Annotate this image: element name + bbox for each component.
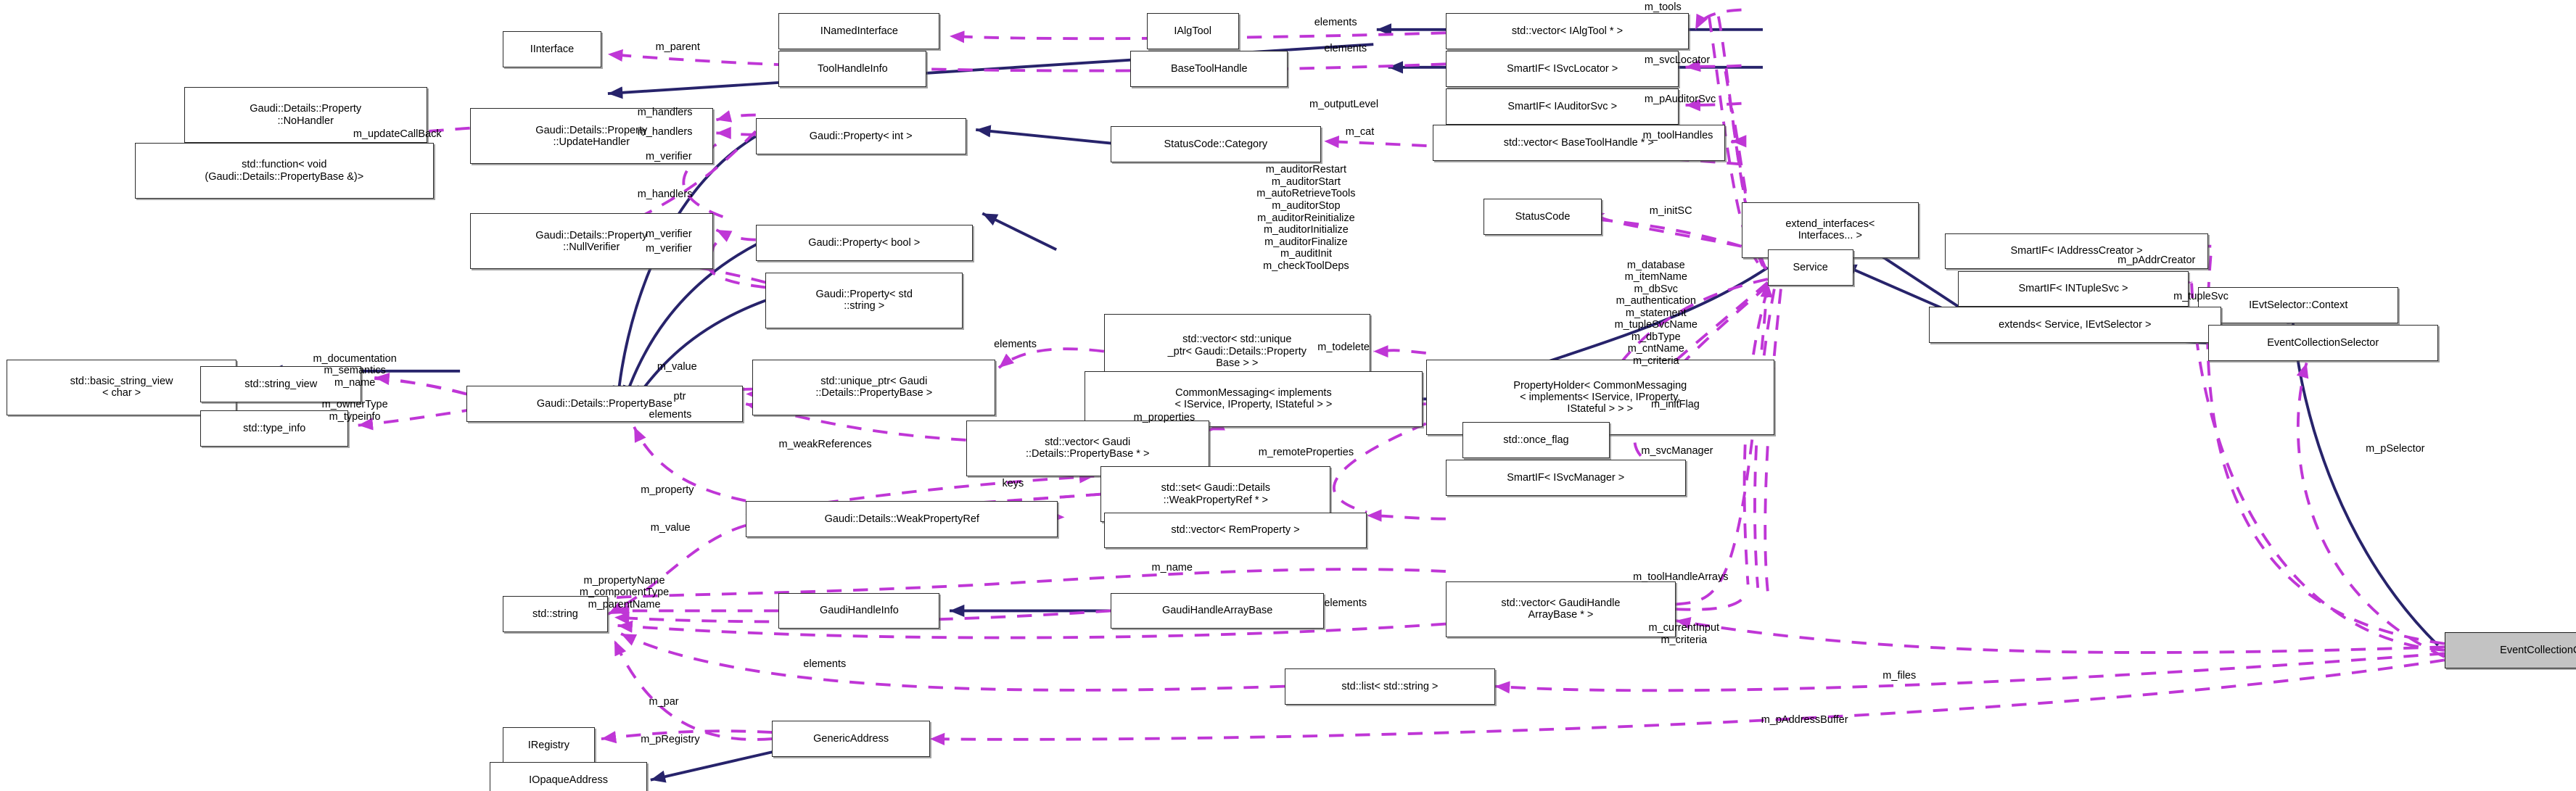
- edge-label: m_database m_itemName m_dbSvc m_authenti…: [1614, 259, 1698, 367]
- class-node[interactable]: Gaudi::Details::Property ::NoHandler: [184, 87, 427, 143]
- edge-label: m_initSC: [1649, 205, 1692, 218]
- edge-label: m_files: [1882, 669, 1917, 682]
- class-node[interactable]: EventCollectionSelector: [2207, 325, 2438, 362]
- edge-label: m_handlers: [637, 107, 693, 119]
- edge-label: elements: [1324, 42, 1367, 54]
- class-node[interactable]: Gaudi::Property< bool >: [755, 225, 973, 262]
- class-node[interactable]: SmartIF< IAuditorSvc >: [1445, 88, 1679, 125]
- edge-label: keys: [1002, 478, 1024, 490]
- edge-label: elements: [1314, 16, 1357, 28]
- class-node[interactable]: std::function< void (Gaudi::Details::Pro…: [134, 143, 434, 199]
- edge-label: m_name: [1151, 561, 1193, 573]
- edge-label: m_tools: [1644, 1, 1682, 14]
- class-node[interactable]: IEvtSelector::Context: [2198, 287, 2399, 324]
- class-node[interactable]: SmartIF< IAddressCreator >: [1945, 233, 2208, 270]
- edge-label: m_verifier: [646, 151, 692, 163]
- class-node[interactable]: BaseToolHandle: [1130, 51, 1288, 88]
- edge-label: m_auditorRestart m_auditorStart m_autoRe…: [1256, 164, 1356, 272]
- edge-label: m_verifier: [646, 228, 692, 240]
- class-node[interactable]: IAlgTool: [1146, 13, 1239, 49]
- edge-label: m_property: [641, 484, 694, 497]
- class-node[interactable]: INamedInterface: [778, 13, 940, 49]
- edge-label: elements: [649, 408, 692, 421]
- edge-label: m_pAuditorSvc: [1644, 94, 1716, 106]
- class-node[interactable]: std::vector< GaudiHandle ArrayBase * >: [1445, 581, 1676, 637]
- edge-label: m_par: [649, 696, 679, 708]
- edge-label: m_remoteProperties: [1258, 446, 1354, 458]
- class-node[interactable]: GaudiHandleArrayBase: [1110, 592, 1325, 629]
- class-node[interactable]: SmartIF< ISvcManager >: [1445, 460, 1686, 496]
- edge-label: m_svcManager: [1641, 444, 1713, 457]
- edge-label: m_ownerType m_typeinfo: [321, 399, 388, 423]
- class-node[interactable]: IInterface: [502, 31, 601, 67]
- edge-label: m_outputLevel: [1309, 98, 1379, 110]
- edge-label: m_currentInput m_criteria: [1648, 622, 1720, 646]
- edge-label: m_todelete: [1317, 341, 1370, 354]
- edge-label: elements: [803, 658, 847, 671]
- class-node[interactable]: std::vector< BaseToolHandle * >: [1432, 125, 1725, 161]
- edge-label: m_pSelector: [2366, 443, 2425, 455]
- edge-label: m_value: [657, 361, 697, 373]
- class-node[interactable]: std::list< std::string >: [1284, 668, 1495, 705]
- edge-label: m_updateCallBack: [353, 128, 442, 140]
- edge-label: m_pRegistry: [641, 734, 700, 746]
- class-node[interactable]: Gaudi::Details::PropertyBase: [466, 386, 743, 422]
- edge-label: m_weakReferences: [778, 438, 872, 450]
- class-node[interactable]: IOpaqueAddress: [489, 761, 648, 791]
- class-node[interactable]: Gaudi::Details::WeakPropertyRef: [746, 500, 1058, 537]
- class-node[interactable]: StatusCode: [1483, 199, 1602, 235]
- class-node[interactable]: Gaudi::Details::Property ::UpdateHandler: [469, 108, 713, 165]
- edge-label: m_svcLocator: [1644, 54, 1711, 66]
- class-node[interactable]: std::vector< RemProperty >: [1103, 512, 1367, 549]
- class-node[interactable]: std::type_info: [200, 410, 349, 447]
- class-node[interactable]: std::unique_ptr< Gaudi ::Details::Proper…: [752, 359, 996, 415]
- class-node[interactable]: extends< Service, IEvtSelector >: [1928, 307, 2221, 344]
- class-node[interactable]: Gaudi::Property< int >: [755, 118, 966, 154]
- class-node[interactable]: Service: [1767, 249, 1853, 286]
- class-node[interactable]: GenericAddress: [772, 721, 930, 757]
- edge-label: m_toolHandleArrays: [1633, 571, 1729, 584]
- class-node[interactable]: extend_interfaces< Interfaces... >: [1741, 202, 1919, 258]
- edge-label: elements: [1324, 597, 1367, 610]
- class-node[interactable]: SmartIF< ISvcLocator >: [1445, 51, 1679, 88]
- edge-label: m_propertyName m_componentType m_parentN…: [579, 574, 670, 610]
- class-node[interactable]: CommonMessaging< implements < IService, …: [1084, 370, 1423, 427]
- class-node[interactable]: GaudiHandleInfo: [778, 592, 940, 629]
- edge-label: elements: [994, 338, 1037, 350]
- edge-label: m_tupleSvc: [2173, 290, 2229, 302]
- class-node[interactable]: IRegistry: [502, 727, 595, 764]
- class-node[interactable]: Gaudi::Property< std ::string >: [765, 272, 963, 328]
- class-node[interactable]: std::string: [502, 596, 608, 632]
- edge-label: m_pAddressBuffer: [1761, 714, 1848, 726]
- edge-label: m_pAddrCreator: [2118, 254, 2196, 267]
- edge-label: ptr: [673, 390, 686, 402]
- edge-label: m_verifier: [646, 243, 692, 255]
- edge-label: m_handlers: [637, 189, 693, 201]
- edge-label: m_cat: [1345, 126, 1375, 138]
- edge-label: m_toolHandles: [1642, 129, 1713, 141]
- edge-label: m_documentation m_semantics m_name: [313, 352, 397, 389]
- class-node[interactable]: Gaudi::Details::Property ::NullVerifier: [469, 213, 713, 270]
- edge-label: m_parent: [655, 41, 700, 53]
- class-node[interactable]: std::vector< IAlgTool * >: [1445, 13, 1690, 49]
- class-node[interactable]: std::once_flag: [1462, 422, 1610, 458]
- class-node[interactable]: std::string_view: [200, 366, 362, 402]
- focus-class-node[interactable]: EventCollectionContext: [2444, 631, 2576, 668]
- class-node[interactable]: ToolHandleInfo: [778, 51, 927, 88]
- edge-label: m_properties: [1133, 412, 1196, 424]
- edge-label: m_initFlag: [1650, 399, 1700, 411]
- edge-label: m_handlers: [637, 126, 693, 138]
- class-node[interactable]: StatusCode::Category: [1110, 126, 1321, 163]
- edge-label: m_value: [650, 522, 691, 534]
- class-node[interactable]: SmartIF< INTupleSvc >: [1958, 270, 2189, 307]
